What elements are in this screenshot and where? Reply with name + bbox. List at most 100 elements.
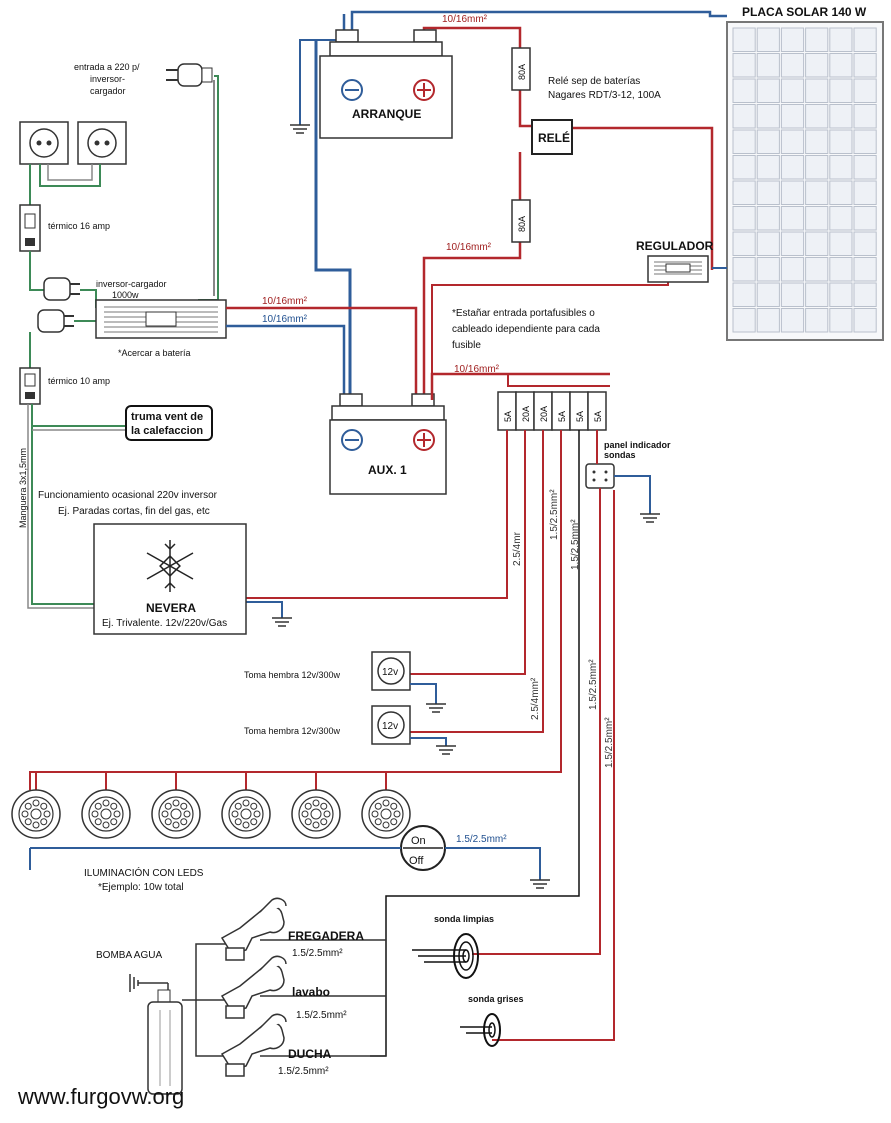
sink-label: FREGADERA [288,929,364,943]
solar-cell [805,308,829,333]
solar-cell [732,231,756,256]
solar-cell [732,27,756,52]
solar-cell [853,78,877,103]
ground-fridge-icon [272,617,292,627]
occasional-line-2: Ej. Paradas cortas, fin del gas, etc [58,506,210,517]
solar-cell [732,104,756,129]
solar-cell [780,257,805,282]
solar-cell [829,78,853,103]
wire-label-inverter-red: 10/16mm² [262,296,308,307]
wire-label-socket2: 2.5/4mm² [530,677,541,720]
hose-label: Manguera 3x1,5mm [18,448,28,528]
led-light-icon [81,789,131,839]
occasional-line-1: Funcionamiento ocasional 220v inversor [38,490,218,501]
fuse-4: 5A [569,391,589,431]
solar-cell [853,231,877,256]
solar-cell [732,53,756,78]
plug-220-icon [166,63,213,87]
snowflake-icon [146,540,194,592]
wire-label-switch: 1.5/2.5mm² [456,834,507,845]
battery-aux-label: AUX. 1 [368,463,407,477]
breaker-16-icon [19,204,41,252]
fridge: NEVERA Ej. Trivalente. 12v/220v/Gas [93,523,247,635]
solar-cell [780,231,805,256]
watermark: www.furgovw.org [17,1084,184,1109]
relay-note-2: Nagares RDT/3-12, 100A [548,90,661,101]
solar-cell [756,53,780,78]
solar-cell [780,129,805,154]
solar-cell [780,282,805,307]
solar-cell [756,155,780,180]
ground-probe-icon [640,513,660,523]
wire-label-inverter-blue: 10/16mm² [262,314,308,325]
ground-socket1-icon [426,703,446,713]
solar-cell [853,308,877,333]
svg-text:80A: 80A [517,216,527,232]
socket-1-label: Toma hembra 12v/300w [244,670,341,680]
solar-cell [853,104,877,129]
sink-wire-label: 1.5/2.5mm² [292,948,343,959]
wire-label-fridge: 2.5/4mr [512,531,523,566]
wire-red-fusebox [430,372,610,400]
solar-cell [756,282,780,307]
input-220-line-1: entrada a 220 p/ [74,62,140,72]
solar-cell [756,206,780,231]
leds-label-1: ILUMINACIÓN CON LEDS [84,866,204,879]
plug-inverter-in-icon [43,277,80,301]
solar-cell [756,104,780,129]
probe-clean-icon [412,933,479,979]
truma-line-2: la calefaccion [131,425,203,437]
ground-pump-icon [129,974,168,992]
wire-red-regulator [572,126,714,270]
wire-label-probe: 1.5/2.5mm² [604,717,615,768]
led-light-icon [221,789,271,839]
solar-cell [780,27,805,52]
breaker-10-icon [19,367,41,405]
double-socket-icon [19,121,127,165]
solar-cell [732,308,756,333]
solar-cell [756,129,780,154]
solar-cell [756,308,780,333]
probe-grey-icon [460,1013,501,1047]
solar-cell [732,257,756,282]
truma-line-1: truma vent de [131,411,203,423]
solar-cell [780,53,805,78]
plug-inverter-out-icon [37,309,74,333]
solar-cell [805,282,829,307]
pump-label: BOMBA AGUA [96,950,162,961]
solar-cell [732,78,756,103]
solar-cell [853,53,877,78]
fuse-3: 5A [551,391,571,431]
probe-panel-label-1: panel indicador [604,440,671,450]
wire-red-aux [422,242,522,400]
inverter-label-2: 1000w [112,290,139,300]
wire-red-relay-in [518,90,532,128]
ground-leds-icon [530,879,550,889]
svg-text:80A: 80A [517,64,527,80]
solar-cell [756,180,780,205]
solar-cell [756,78,780,103]
solar-cell [805,129,829,154]
wire-green-hose [31,404,96,605]
battery-start-label: ARRANQUE [352,107,421,121]
wire-label-mid: 10/16mm² [446,242,492,253]
solar-cell [829,282,853,307]
fuse-5: 5A [587,391,607,431]
solar-cell [853,129,877,154]
water-pump [147,989,183,1095]
solar-cell [732,180,756,205]
relay: RELÉ [531,119,573,155]
battery-start: ARRANQUE [319,29,453,139]
probe-panel-label-2: sondas [604,450,636,460]
led-lights [11,772,411,839]
fuse-label: 5A [593,411,603,422]
solar-cell [829,308,853,333]
solar-cell [853,282,877,307]
inverter-charger [95,299,227,339]
switch-off-label: Off [409,855,424,867]
on-off-switch: On Off [400,825,446,871]
solar-cell [780,78,805,103]
